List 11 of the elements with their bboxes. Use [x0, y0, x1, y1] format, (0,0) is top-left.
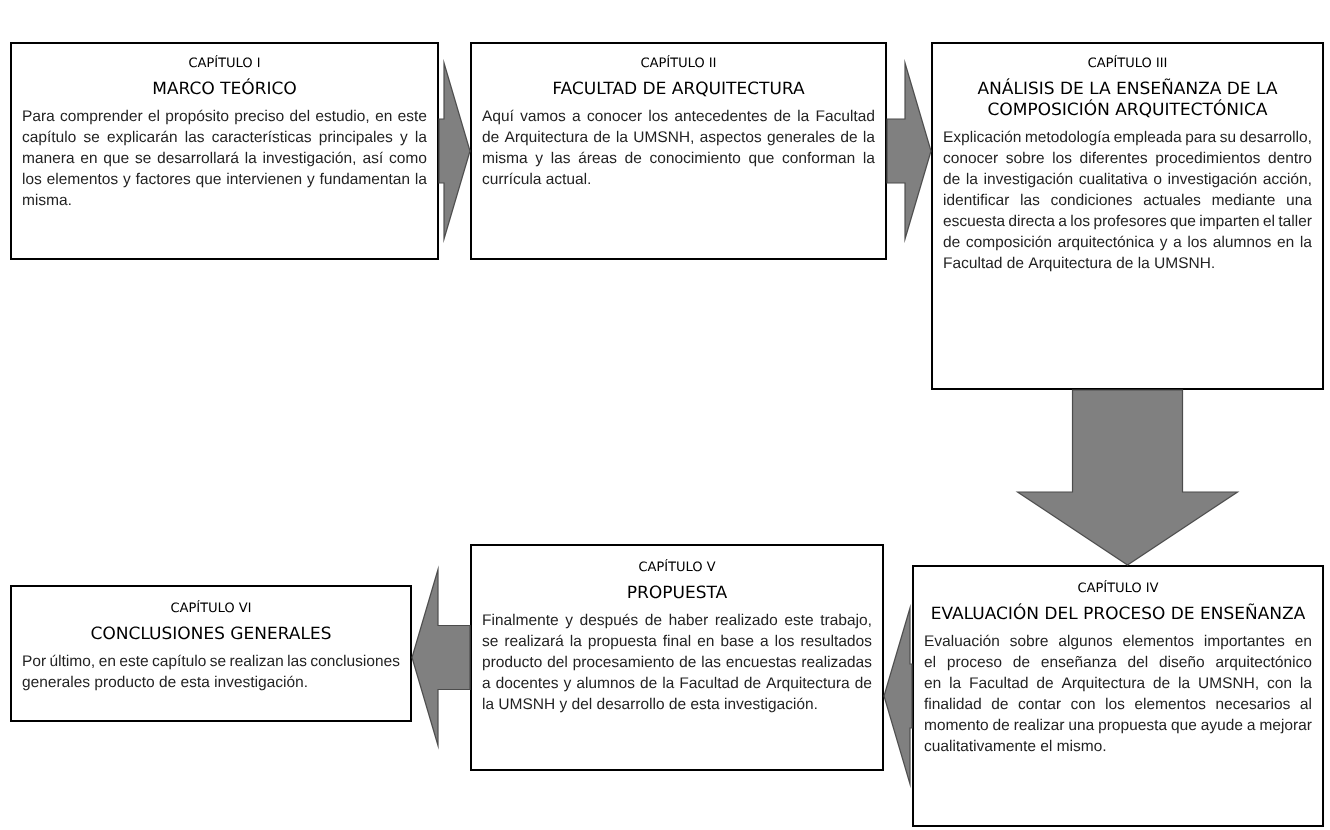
block-arrow	[411, 565, 471, 750]
chapter-box: CAPÍTULO III ANÁLISIS DE LA ENSEÑANZA DE LA COMPOSICIÓN ARQUITECTÓNICA Explicación metodología empleada para su desarrollo, conocer sobre los diferentes procedimientos dentro de la investigación cualitativa o investigación acción, identificar las condiciones actuales mediante una escuesta directa a los profesores que imparten el taller de composición arquitectónica y a los alumnos en la Facultad de Arquitectura de la UMSNH.	[931, 42, 1324, 390]
block-arrow	[438, 58, 471, 244]
block-arrow	[886, 58, 932, 244]
block-arrow	[1015, 389, 1240, 566]
chapter-box: CAPÍTULO V PROPUESTA Finalmente y después de haber realizado este trabajo, se realizará la propuesta final en base a los resultados producto del procesamiento de las encuestas realizadas a docentes y alumnos de la Facultad de Arquitectura de la UMSNH y del desarrollo de esta investigación.	[470, 544, 884, 771]
chapter-box: CAPÍTULO I MARCO TEÓRICO Para comprender el propósito preciso del estudio, en este capítulo se explicarán las características principales y la manera en que se desarrollará la investigación, así como los elementos y factores que intervienen y fundamentan la misma.	[10, 42, 439, 260]
chapter-box: CAPÍTULO IV EVALUACIÓN DEL PROCESO DE ENSEÑANZA Evaluación sobre algunos elementos importantes en el proceso de enseñanza del diseño arquitectónico en la Facultad de Arquitectura de la UMSNH, con la finalidad de contar con los elementos necesarios al momento de realizar una propuesta que ayude a mejorar cualitativamente el mismo.	[912, 565, 1324, 827]
chapter-box: CAPÍTULO VI CONCLUSIONES GENERALES Por último, en este capítulo se realizan las conclusiones generales producto de esta investigación.	[10, 585, 412, 722]
block-arrow	[883, 603, 913, 789]
chapter-box: CAPÍTULO II FACULTAD DE ARQUITECTURA Aquí vamos a conocer los antecedentes de la Facultad de Arquitectura de la UMSNH, aspectos generales de la misma y las áreas de conocimiento que conforman la currícula actual.	[470, 42, 887, 260]
